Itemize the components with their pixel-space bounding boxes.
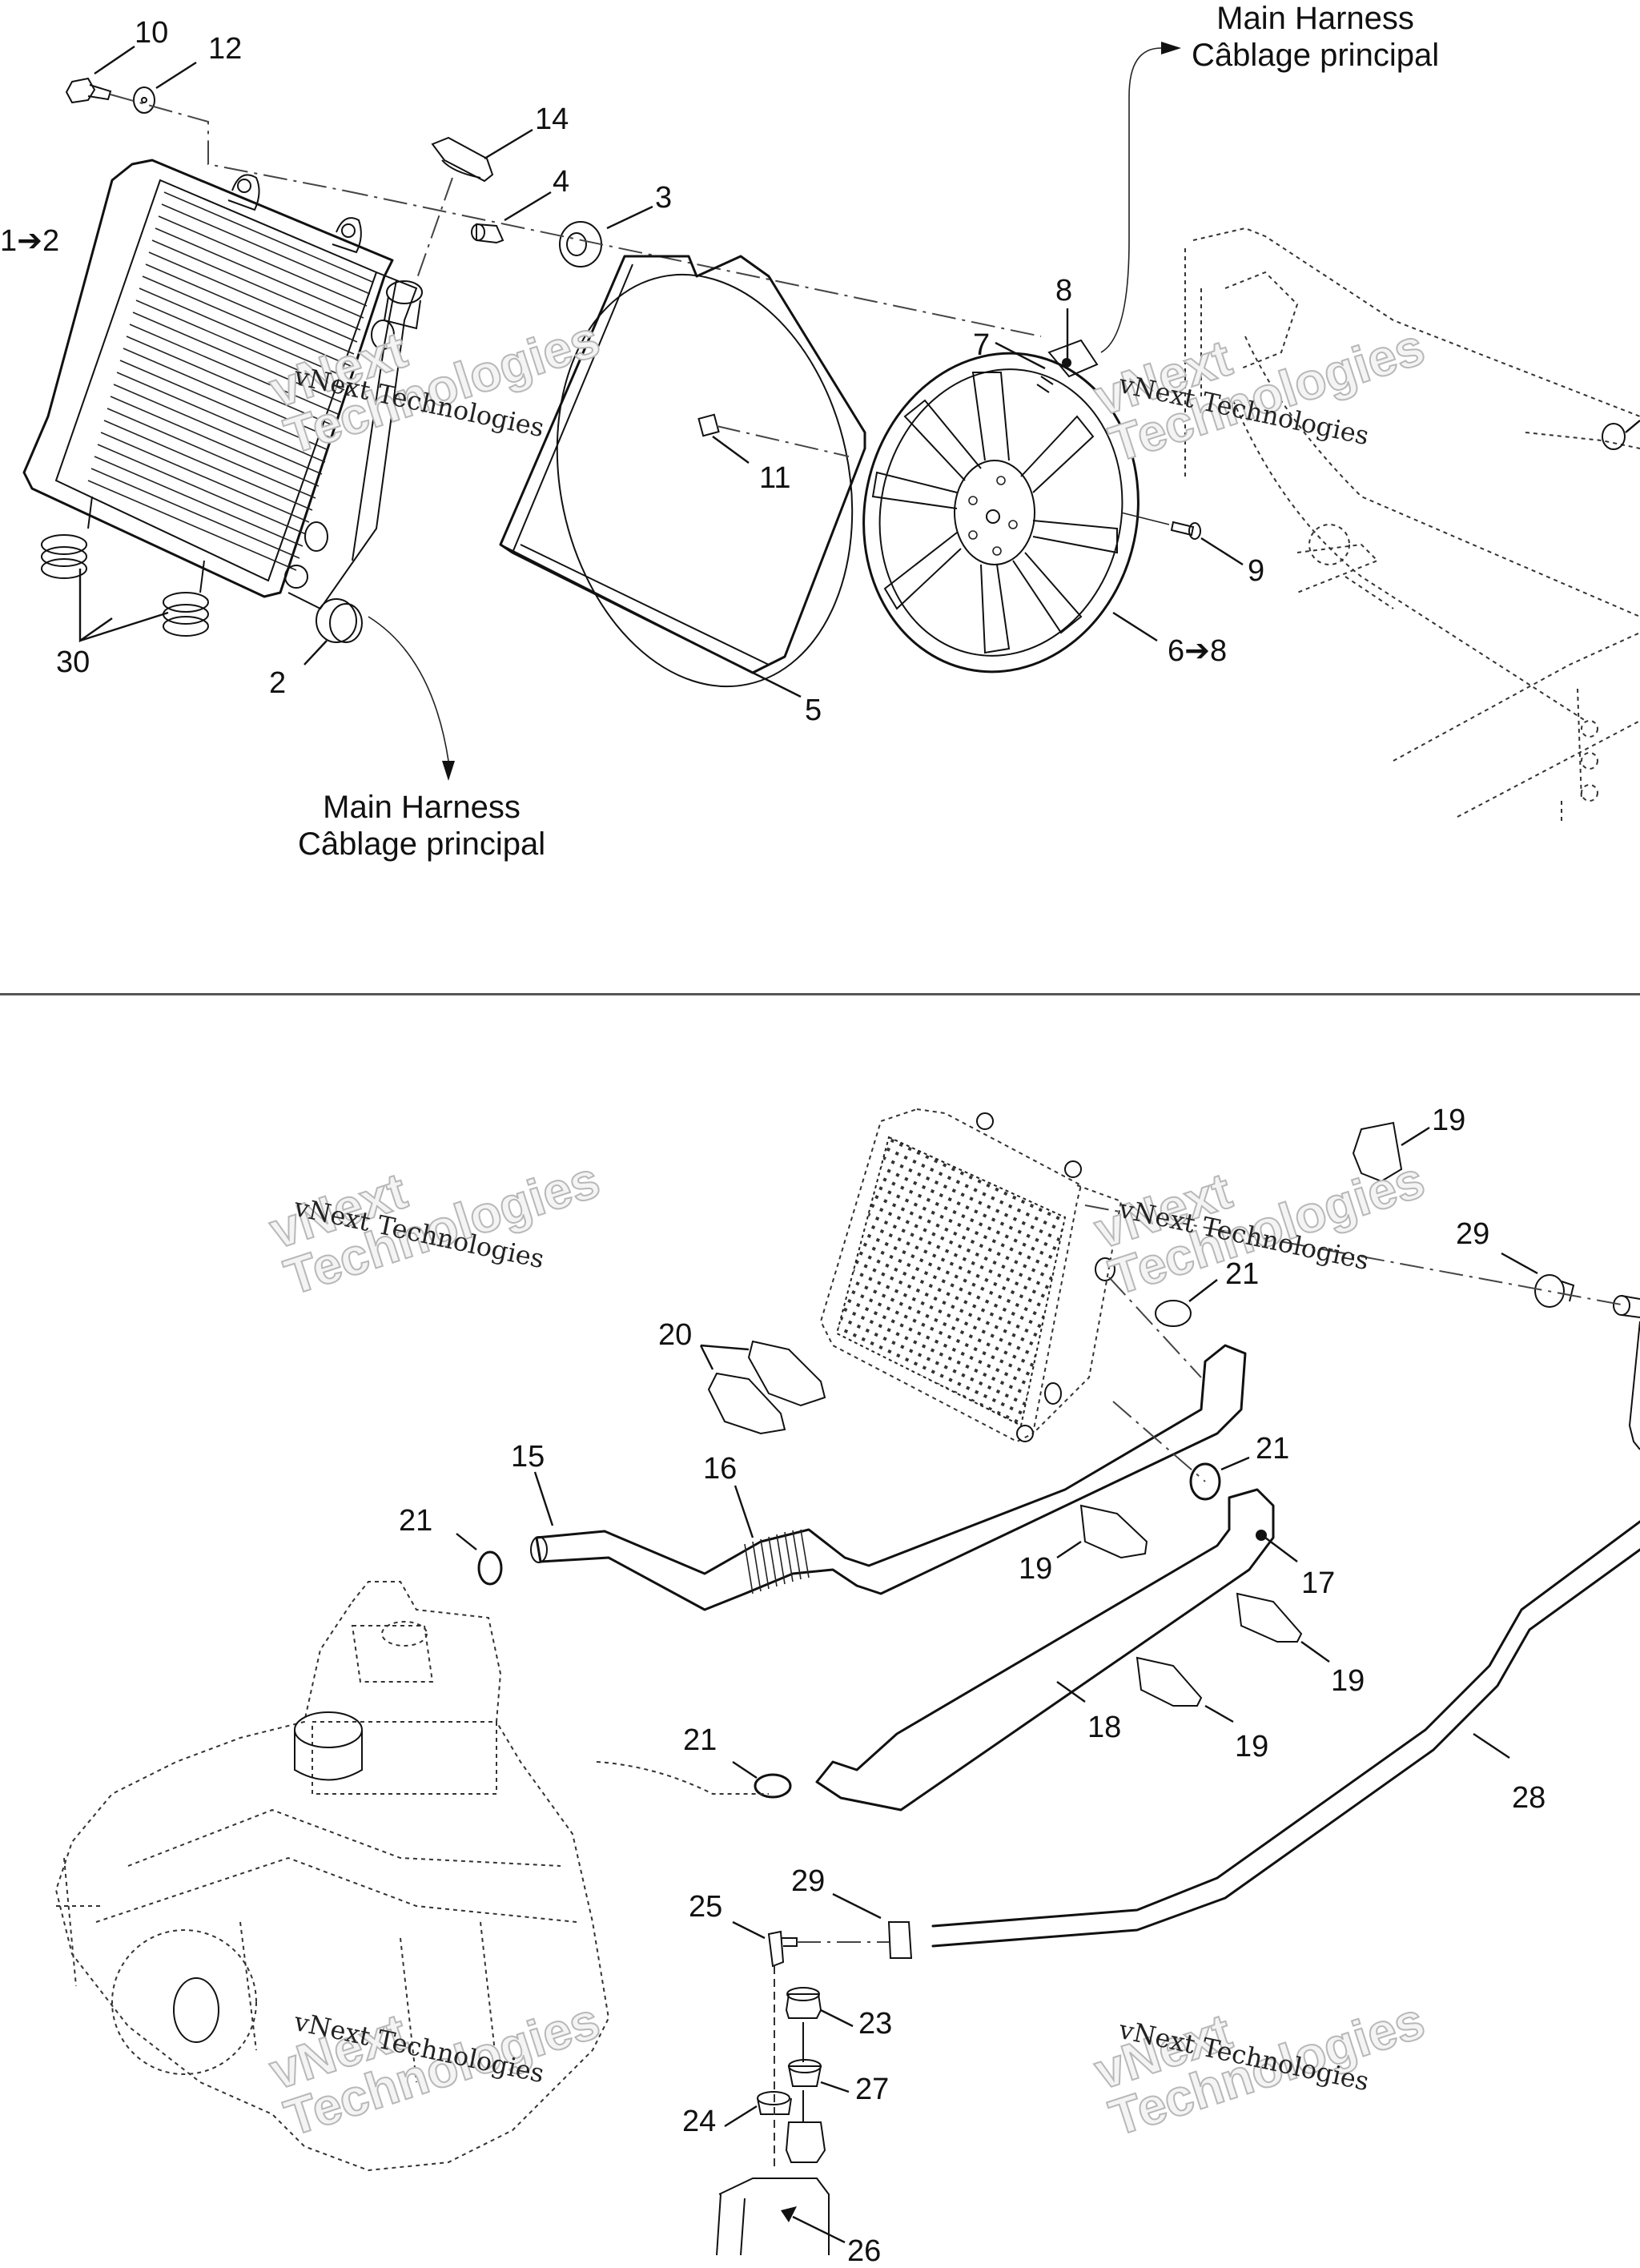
fan-shroud [499, 255, 866, 698]
vehicle-frame-outline [1184, 227, 1640, 825]
callout-19-right[interactable]: 19 [1331, 1664, 1365, 1698]
callout-15[interactable]: 15 [511, 1440, 545, 1474]
hose-clamps [456, 1121, 1640, 1799]
callout-21-upper[interactable]: 21 [1225, 1257, 1260, 1291]
radiator-bottom [819, 1108, 1123, 1443]
callout-14[interactable]: 14 [535, 103, 569, 136]
harness-note-top-fr: Câblage principal [1192, 38, 1440, 73]
callout-1-to-2[interactable]: 1➔2 [0, 224, 60, 258]
callout-29-low[interactable]: 29 [791, 1864, 826, 1898]
harness-note-top: Main Harness Câblage principal [1192, 0, 1439, 74]
radiator-top [22, 159, 423, 610]
rubber-mounts [41, 534, 209, 643]
callout-19-left[interactable]: 19 [1019, 1552, 1053, 1586]
callout-30[interactable]: 30 [56, 645, 90, 679]
callout-9[interactable]: 9 [1248, 554, 1265, 588]
callout-16[interactable]: 16 [703, 1452, 738, 1486]
coolant-reservoir [716, 2121, 846, 2255]
harness-note-bottom: Main Harness Câblage principal [298, 789, 545, 863]
radiator-cap [416, 128, 533, 281]
overflow-hose [931, 1321, 1640, 1948]
callout-27[interactable]: 27 [855, 2073, 890, 2106]
callout-18[interactable]: 18 [1087, 1711, 1122, 1744]
callout-6-to-8[interactable]: 6➔8 [1168, 634, 1228, 668]
callout-24[interactable]: 24 [682, 2105, 717, 2138]
section-divider [0, 993, 1640, 995]
callout-3[interactable]: 3 [655, 181, 673, 215]
callout-29-right[interactable]: 29 [1456, 1217, 1490, 1251]
callout-11[interactable]: 11 [759, 461, 791, 495]
fan-screw [1120, 512, 1244, 566]
harness-note-top-en: Main Harness [1216, 1, 1414, 36]
callout-21-lower[interactable]: 21 [683, 1723, 718, 1757]
bolt-and-washer [65, 46, 345, 191]
callout-5[interactable]: 5 [805, 694, 822, 727]
radiator-fins [87, 191, 373, 571]
callout-10[interactable]: 10 [135, 16, 169, 50]
callout-26[interactable]: 26 [847, 2234, 882, 2268]
fan-connector [995, 42, 1181, 393]
callout-19-bottom[interactable]: 19 [1235, 1730, 1269, 1763]
callout-12[interactable]: 12 [208, 32, 243, 66]
harness-note-bottom-fr: Câblage principal [298, 826, 546, 862]
callout-25[interactable]: 25 [689, 1890, 723, 1924]
temperature-sensor [303, 598, 455, 781]
corrugated-section [744, 1529, 810, 1594]
coolant-hoses [530, 1277, 1298, 1812]
callout-20[interactable]: 20 [658, 1318, 693, 1352]
callout-7[interactable]: 7 [973, 328, 991, 362]
reservoir-fittings [724, 1892, 913, 2170]
callout-28[interactable]: 28 [1512, 1781, 1546, 1815]
callout-4[interactable]: 4 [553, 165, 570, 199]
fan-blades [871, 372, 1118, 654]
callout-21-left[interactable]: 21 [399, 1504, 433, 1538]
cooling-fan [862, 352, 1158, 674]
spacer-and-grommet [344, 190, 1042, 337]
callout-21-mid[interactable]: 21 [1256, 1432, 1290, 1466]
callout-8[interactable]: 8 [1055, 274, 1073, 308]
callout-17[interactable]: 17 [1301, 1566, 1336, 1600]
callout-2[interactable]: 2 [269, 666, 287, 700]
engine-outline [54, 1581, 610, 2172]
callout-23[interactable]: 23 [858, 2007, 893, 2041]
harness-note-bottom-en: Main Harness [323, 790, 521, 825]
callout-19-top[interactable]: 19 [1432, 1104, 1466, 1137]
